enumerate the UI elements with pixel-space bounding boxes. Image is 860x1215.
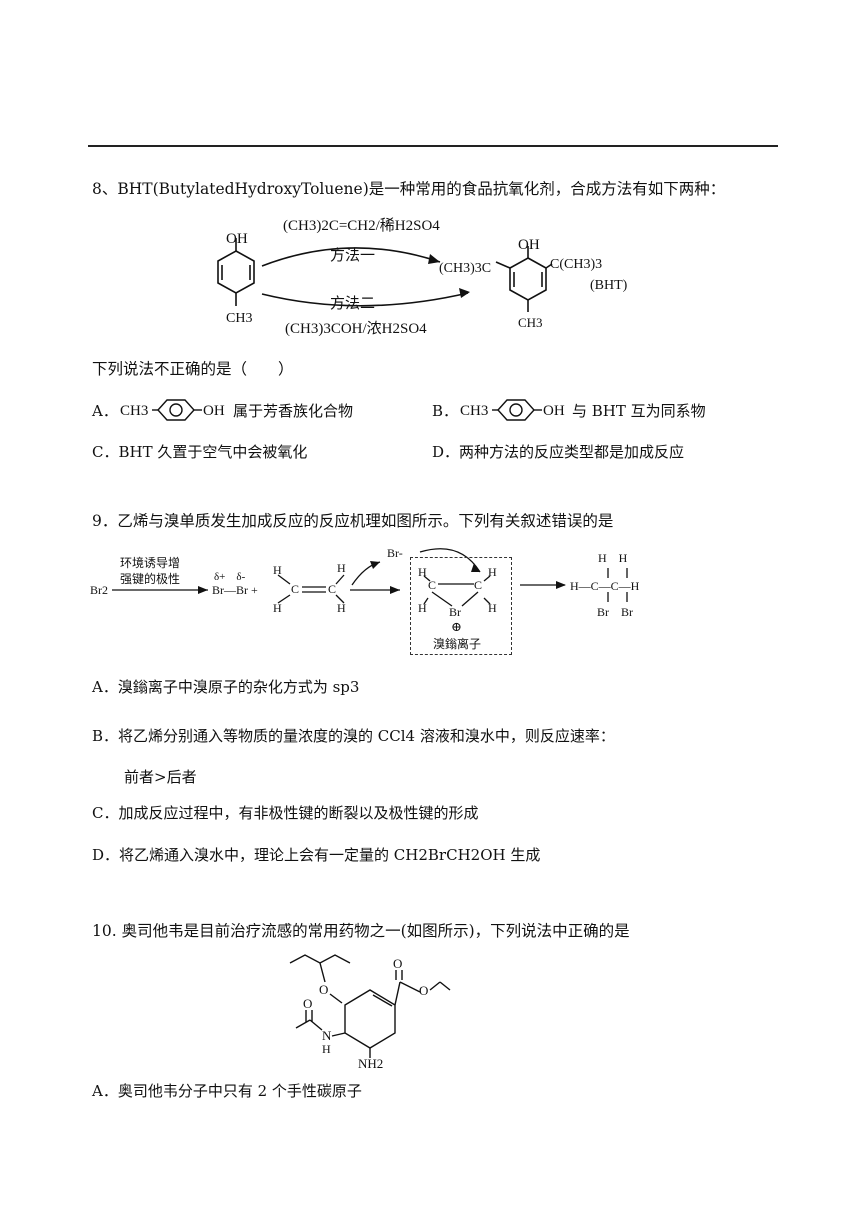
q9-option-a: A．溴鎓离子中溴原子的杂化方式为 sp3 — [92, 678, 360, 696]
bht-oh-label: OH — [518, 237, 540, 253]
q8-method2: 方法二 — [330, 295, 375, 312]
q10-carbonyl-o: O — [393, 956, 402, 971]
q8-reagent1: (CH3)2C=CH2/稀H2SO4 — [283, 217, 440, 234]
q9-product-br: Br Br — [597, 605, 633, 619]
q8-option-a-prefix: A． — [92, 402, 118, 420]
q8-option-b-ch3: CH3 — [460, 403, 489, 419]
bht-synthesis-scheme: OH CH3 (CH3)2C=CH2/稀H2SO4 方法一 方法二 (CH3)3… — [217, 217, 628, 337]
q8-ch3-label: CH3 — [226, 311, 252, 326]
q8-option-b-text: 与 BHT 互为同系物 — [572, 402, 706, 420]
q8-reagent2: (CH3)3COH/浓H2SO4 — [285, 320, 427, 337]
q9-ion-h3: H — [418, 601, 427, 615]
bht-tbu-left: (CH3)3C — [439, 261, 491, 276]
q8-question: 下列说法不正确的是（ ） — [92, 360, 294, 378]
q9-eth-h4: H — [337, 601, 346, 615]
q10-ester-o: O — [419, 983, 428, 998]
q9-eth-h3: H — [337, 561, 346, 575]
q9-ion-h1: H — [418, 565, 427, 579]
q9-product-h: H H — [598, 551, 628, 565]
q9-eth-h1: H — [273, 563, 282, 577]
q9-ion-h4: H — [488, 601, 497, 615]
bht-tbu-right: C(CH3)3 — [550, 257, 602, 272]
q10-nh2: NH2 — [358, 1056, 383, 1071]
q10-ether-o: O — [319, 982, 328, 997]
q9-cond2: 强键的极性 — [120, 571, 180, 586]
bht-ch3-label: CH3 — [518, 315, 543, 330]
q9-option-b-line1: B．将乙烯分别通入等物质的量浓度的溴的 CCl4 溶液和溴水中，则反应速率： — [92, 727, 615, 745]
q8-method1: 方法一 — [330, 247, 375, 264]
oseltamivir-structure: O O O O N H NH2 — [289, 954, 451, 1071]
q9-cond1: 环境诱导增 — [120, 555, 180, 570]
q8-oh-label: OH — [226, 231, 248, 247]
q9-eth-h2: H — [273, 601, 282, 615]
q9-br2: Br2 — [90, 583, 108, 597]
q8-option-b-ring-icon — [492, 399, 542, 421]
q8-stem: 8、BHT(ButylatedHydroxyToluene)是一种常用的食品抗氧… — [92, 180, 726, 198]
q10-stem: 10. 奥司他韦是目前治疗流感的常用药物之一(如图所示)，下列说法中正确的是 — [92, 922, 630, 940]
bht-label: (BHT) — [590, 278, 628, 293]
q9-option-c: C．加成反应过程中，有非极性键的断裂以及极性键的形成 — [92, 804, 479, 822]
q9-mechanism-diagram: 环境诱导增 强键的极性 Br2 δ+ δ- Br—Br + H — [90, 546, 640, 651]
q9-delta: δ+ δ- — [214, 571, 246, 583]
q10-amide-n: N — [322, 1028, 332, 1043]
q8-option-b-oh: OH — [543, 403, 565, 419]
q9-ion-c2: C — [474, 578, 482, 592]
q9-product-chain: H—C—C—H — [570, 579, 640, 593]
q8-option-c: C．BHT 久置于空气中会被氧化 — [92, 443, 308, 461]
q10-amide-o: O — [303, 996, 312, 1011]
q10-option-a: A．奥司他韦分子中只有 2 个手性碳原子 — [92, 1082, 362, 1100]
q9-plus-icon: ⊕ — [451, 619, 462, 634]
q10-amide-h: H — [322, 1042, 331, 1056]
q8-option-a-ring-icon — [152, 399, 202, 421]
q9-eth-c2: C — [328, 582, 336, 596]
q9-br-minus: Br- — [387, 546, 403, 560]
q9-brbr: Br—Br + — [212, 583, 258, 597]
q9-stem: 9．乙烯与溴单质发生加成反应的反应机理如图所示。下列有关叙述错误的是 — [92, 512, 614, 530]
q9-ion-label: 溴鎓离子 — [433, 636, 481, 651]
q9-ion-h2: H — [488, 565, 497, 579]
q8-option-a-oh: OH — [203, 403, 225, 419]
q8-option-b-prefix: B． — [432, 402, 459, 420]
top-rule — [88, 145, 778, 147]
q8-option-a-ch3: CH3 — [120, 403, 149, 419]
q8-option-d: D．两种方法的反应类型都是加成反应 — [432, 443, 685, 461]
bromonium-box — [410, 557, 512, 655]
q8-option-a-text: 属于芳香族化合物 — [233, 402, 354, 420]
q9-option-b-line2: 前者>后者 — [124, 768, 197, 786]
q9-option-d: D．将乙烯通入溴水中，理论上会有一定量的 CH2BrCH2OH 生成 — [92, 846, 541, 864]
q9-ion-br: Br — [449, 605, 461, 619]
q9-ion-c1: C — [428, 578, 436, 592]
q9-eth-c1: C — [291, 582, 299, 596]
